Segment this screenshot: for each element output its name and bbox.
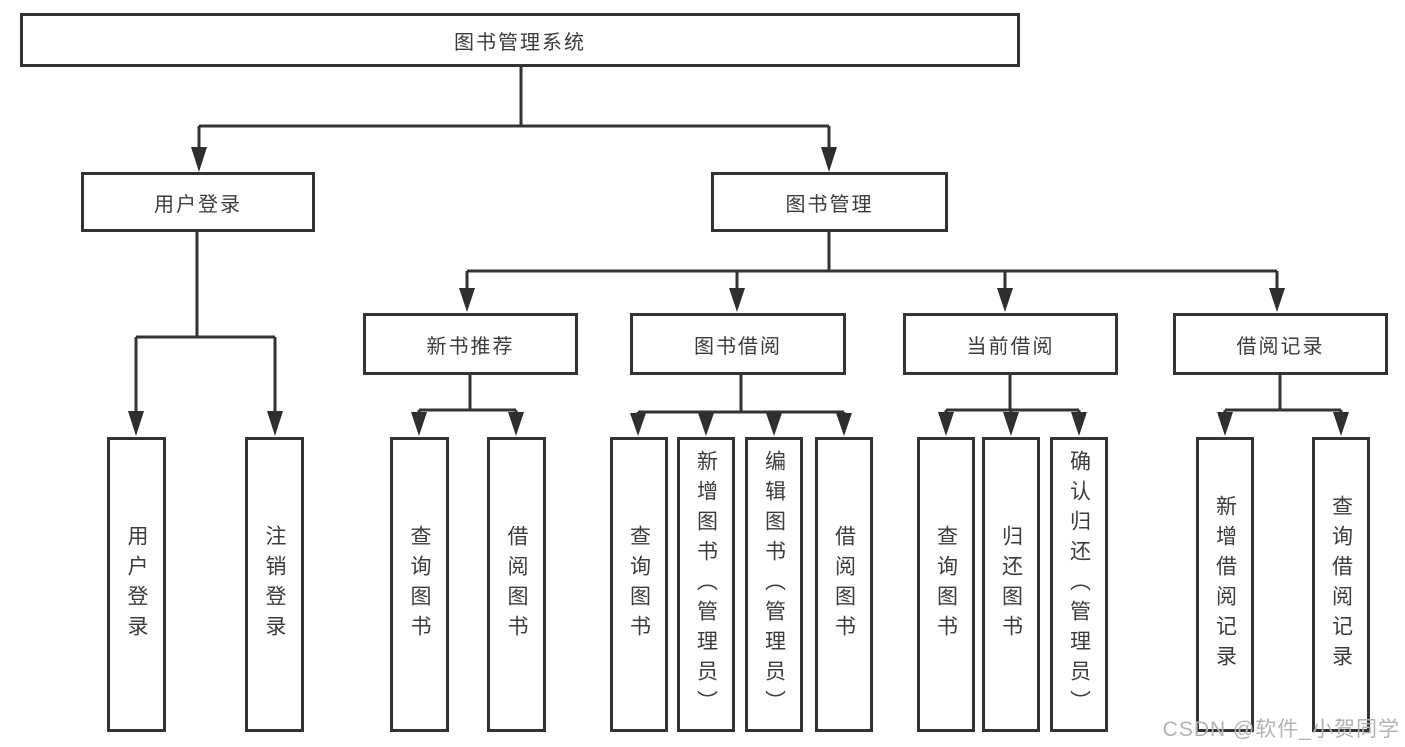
arrowhead-leaf-query-books-b bbox=[630, 413, 646, 436]
arrowhead-leaf-query-books-c bbox=[938, 412, 954, 436]
edge-root-to-level2 bbox=[191, 67, 837, 172]
arrowhead-leaf-query-books-a bbox=[411, 412, 427, 436]
edge-user-login-to-leaves bbox=[128, 232, 283, 436]
node-book-management: 图书管理 bbox=[711, 172, 948, 232]
arrowhead-leaf-add-record bbox=[1217, 412, 1233, 436]
leaf-add-book-admin: 新增图书（管理员） bbox=[677, 437, 735, 732]
edge-book-borrow-to-leaves bbox=[630, 374, 852, 436]
arrowhead-current-borrow bbox=[997, 288, 1013, 312]
edge-borrow-records-to-leaves bbox=[1217, 375, 1349, 436]
arrowhead-user-login bbox=[191, 147, 207, 172]
node-library-management-system: 图书管理系统 bbox=[20, 13, 1020, 67]
leaf-borrow-books-b: 借阅图书 bbox=[815, 437, 873, 732]
arrowhead-book-management bbox=[821, 147, 837, 172]
arrowhead-leaf-edit-book bbox=[766, 413, 782, 436]
arrowhead-leaf-borrow-books-a bbox=[508, 412, 524, 436]
arrowhead-leaf-add-book bbox=[698, 413, 714, 436]
leaf-query-books-a: 查询图书 bbox=[390, 437, 449, 732]
arrowhead-book-borrow bbox=[729, 288, 745, 312]
node-user-login: 用户登录 bbox=[81, 172, 315, 232]
arrowhead-leaf-borrow-books-b bbox=[836, 413, 852, 436]
arrowhead-leaf-confirm-return bbox=[1071, 412, 1087, 436]
leaf-edit-book-admin: 编辑图书（管理员） bbox=[745, 437, 803, 732]
node-new-book-recommend: 新书推荐 bbox=[363, 313, 578, 375]
arrowhead-leaf-return-books bbox=[1003, 412, 1019, 436]
node-current-borrow: 当前借阅 bbox=[903, 313, 1118, 375]
arrowhead-borrow-records bbox=[1269, 288, 1285, 312]
leaf-query-books-c: 查询图书 bbox=[917, 437, 975, 732]
node-book-borrow: 图书借阅 bbox=[630, 313, 846, 375]
edge-book-management-to-level3 bbox=[459, 232, 1285, 312]
csdn-watermark: CSDN @软件_小贺同学 bbox=[1162, 718, 1400, 741]
leaf-borrow-books-a: 借阅图书 bbox=[487, 437, 546, 732]
arrowhead-leaf-user-login bbox=[128, 411, 144, 436]
arrowhead-leaf-logout bbox=[267, 411, 283, 436]
node-borrow-records: 借阅记录 bbox=[1173, 313, 1388, 375]
arrowhead-new-book-recommend bbox=[459, 288, 475, 312]
leaf-user-login: 用户登录 bbox=[107, 437, 166, 732]
arrowhead-leaf-query-record bbox=[1333, 412, 1349, 436]
leaf-query-borrow-record: 查询借阅记录 bbox=[1312, 437, 1370, 732]
leaf-return-books: 归还图书 bbox=[982, 437, 1040, 732]
edge-new-book-recommend-to-leaves bbox=[411, 375, 524, 436]
edge-current-borrow-to-leaves bbox=[938, 375, 1087, 436]
leaf-query-books-b: 查询图书 bbox=[610, 437, 668, 732]
leaf-confirm-return-admin: 确认归还（管理员） bbox=[1050, 437, 1108, 732]
leaf-add-borrow-record: 新增借阅记录 bbox=[1196, 437, 1254, 732]
leaf-logout: 注销登录 bbox=[245, 437, 304, 732]
